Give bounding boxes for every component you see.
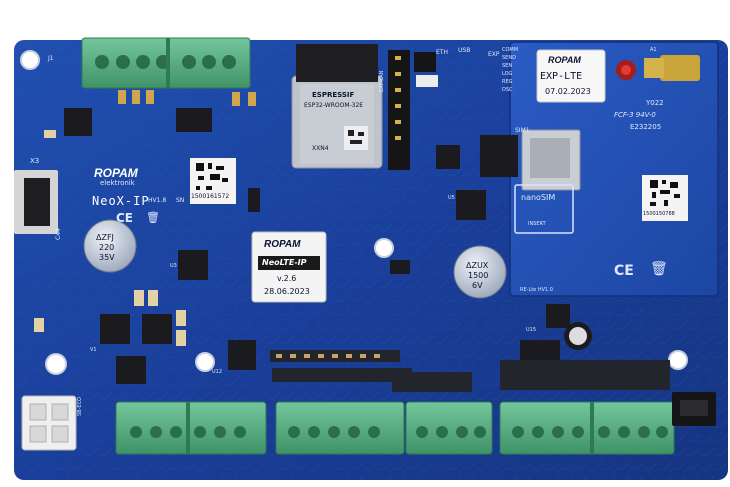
mounting-holes bbox=[20, 50, 688, 375]
esp-model: ESP32-WROOM-32E bbox=[304, 102, 364, 109]
board-brand: ROPAM bbox=[94, 166, 138, 180]
terminal-bottom bbox=[115, 401, 675, 455]
board-serial: 1500161572 bbox=[191, 193, 230, 200]
label-j1: J1 bbox=[48, 55, 54, 62]
connector-x3-label: X3 bbox=[30, 157, 40, 165]
cap2-line1: ΔZUX bbox=[466, 261, 489, 270]
side-label: REG bbox=[502, 79, 513, 85]
cap2-line2: 1500 bbox=[468, 271, 489, 280]
side-label: SEN bbox=[502, 63, 513, 69]
label-u5: U5 bbox=[448, 195, 455, 201]
exp-date: 07.02.2023 bbox=[545, 87, 591, 96]
label-usb: USB bbox=[458, 47, 471, 54]
side-label: LOG bbox=[502, 71, 513, 77]
fw-product: NeoLTE-IP bbox=[262, 258, 307, 267]
ce-mark-exp-icon: CE bbox=[614, 263, 634, 279]
label-u15: U15 bbox=[526, 327, 537, 333]
recycle-bin-icon-main: 🗑 bbox=[146, 211, 160, 224]
fw-version: v.2.6 bbox=[277, 274, 297, 283]
label-lan: EXP-LAN bbox=[379, 70, 385, 92]
label-eth: ETH bbox=[436, 49, 448, 56]
exp-brand: ROPAM bbox=[548, 55, 581, 65]
board-sn-label: SN bbox=[176, 197, 185, 204]
label-v1: V1 bbox=[90, 347, 97, 353]
board-model: NeoX-IP bbox=[92, 194, 150, 208]
board-model-rev: HV1.8 bbox=[148, 197, 167, 204]
recycle-bin-icon: 🗑 bbox=[650, 261, 668, 277]
exp-insert: INSERT bbox=[528, 221, 546, 227]
exp-code: Y022 bbox=[646, 99, 664, 107]
cap1-line3: 35V bbox=[99, 253, 115, 262]
exp-nanosim: nanoSIM bbox=[521, 193, 556, 202]
exp-antenna-label: A1 bbox=[650, 47, 657, 53]
cap1-line2: 220 bbox=[99, 243, 115, 252]
label-u12: U12 bbox=[212, 369, 223, 375]
side-label-list: COMM SEND SEN LOG REG DSC bbox=[502, 48, 518, 93]
cap1-line1: ΔZFJ bbox=[96, 233, 114, 242]
connector-c44-label: C44 bbox=[55, 228, 62, 240]
ce-mark-icon: CE bbox=[116, 211, 134, 225]
esp-maker: ESPRESSIF bbox=[312, 91, 355, 99]
side-label: COMM bbox=[502, 47, 519, 53]
label-sbco: SB-ECO bbox=[77, 397, 83, 416]
capacitor-1500 bbox=[453, 245, 507, 299]
board-brand-sub: elektronik bbox=[100, 179, 135, 187]
esp-code: XXN4 bbox=[312, 145, 329, 152]
exp-lte-label-bg bbox=[536, 49, 606, 103]
exp-serial: 1500150788 bbox=[643, 211, 675, 217]
side-label: SEND bbox=[502, 55, 516, 61]
fw-brand: ROPAM bbox=[264, 239, 301, 250]
cap2-line3: 6V bbox=[472, 281, 483, 290]
capacitor-220 bbox=[83, 219, 137, 273]
label-u3: U3 bbox=[170, 263, 177, 269]
terminal-top-left bbox=[81, 37, 251, 89]
exp-rev: RE-Lte HV1.0 bbox=[520, 287, 553, 293]
exp-product: EXP-LTE bbox=[540, 71, 583, 82]
side-label: DSC bbox=[502, 87, 513, 93]
label-exp: EXP bbox=[488, 51, 500, 58]
exp-sim-slot: SIM1 bbox=[515, 127, 530, 134]
fw-date: 28.06.2023 bbox=[264, 287, 310, 296]
exp-fcf-1: FCF-3 94V-0 bbox=[614, 111, 656, 119]
exp-fcf-2: E232205 bbox=[630, 123, 662, 131]
